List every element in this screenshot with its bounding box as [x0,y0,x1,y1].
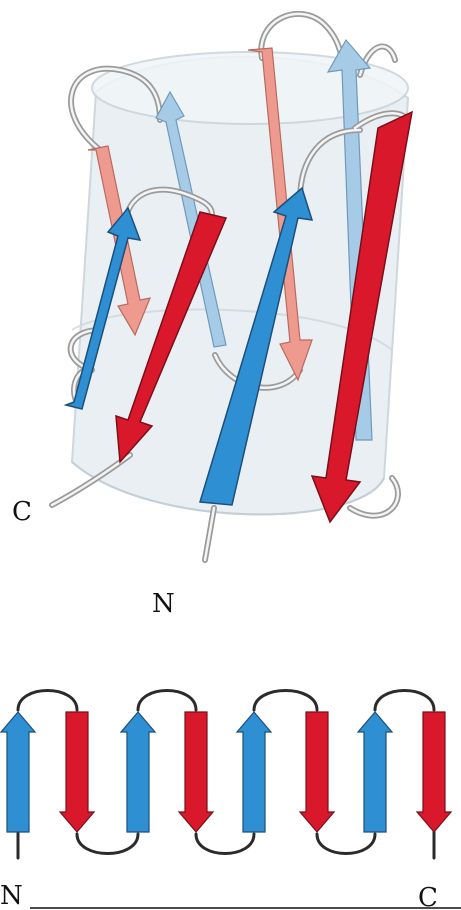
topology-loop [317,834,375,854]
topology-n-terminus-label: N [0,881,23,910]
topology-strand-6-down [300,712,334,832]
topology-diagram: N C [0,691,461,910]
topology-loop [254,691,317,711]
barrel-n-terminus-label: N [152,589,175,619]
topology-c-terminus-label: C [418,883,438,910]
topology-strand-4-down [179,712,213,832]
beta-barrel-3d-view: C N [12,14,412,619]
barrel-c-terminus-label: C [12,497,32,527]
topology-loop [77,834,138,854]
topology-strand-1-up [1,712,35,832]
topology-strands [1,712,451,832]
topology-loop [375,691,434,711]
topology-strand-2-down [60,712,94,832]
topology-strand-7-up [358,712,392,832]
topology-strand-3-up [121,712,155,832]
topology-loop [138,691,196,711]
topology-strand-5-up [237,712,271,832]
topology-loop [18,691,77,711]
topology-strand-8-down [417,712,451,832]
topology-loop [196,834,254,854]
